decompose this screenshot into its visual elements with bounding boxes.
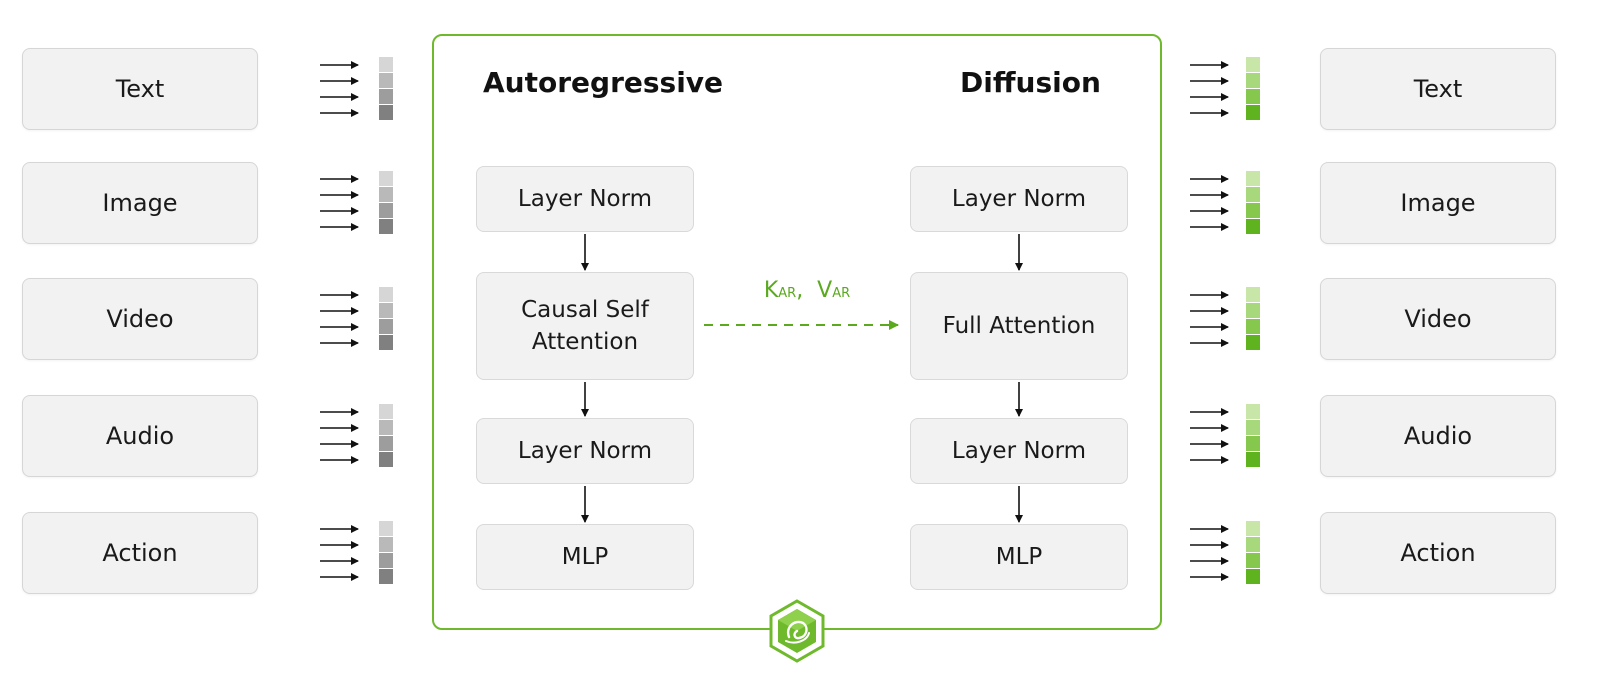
input-image-box: Image (22, 162, 258, 244)
input-token-group-2 (320, 171, 393, 234)
input-action-box: Action (22, 512, 258, 594)
output-action-label: Action (1400, 539, 1476, 567)
output-token-group-2 (1190, 171, 1260, 234)
output-audio-box: Audio (1320, 395, 1556, 477)
output-image-box: Image (1320, 162, 1556, 244)
input-token-token (379, 171, 393, 186)
input-token-token (379, 420, 393, 435)
output-token-token (1246, 569, 1260, 584)
input-text-label: Text (115, 75, 165, 103)
diff-layer-norm-2-label: Layer Norm (951, 438, 1087, 464)
ar-causal-self-attention-label: Causal Self Attention (521, 297, 649, 355)
output-token-token (1246, 303, 1260, 318)
output-token-token (1246, 89, 1260, 104)
output-token-token (1246, 219, 1260, 234)
kv-label: KAR, VAR (752, 278, 862, 303)
ar-causal-self-attention: Causal Self Attention (476, 272, 694, 380)
output-token-group-4 (1190, 404, 1260, 467)
input-token-token (379, 287, 393, 302)
ar-mlp-label: MLP (561, 544, 609, 570)
v-subscript: AR (832, 286, 851, 301)
diff-layer-norm-1: Layer Norm (910, 166, 1128, 232)
output-token-token (1246, 335, 1260, 350)
output-image-label: Image (1400, 189, 1476, 217)
output-token-token (1246, 537, 1260, 552)
output-token-token (1246, 171, 1260, 186)
autoregressive-title: Autoregressive (483, 66, 724, 99)
output-token-groups (1190, 57, 1260, 584)
diff-layer-norm-1-label: Layer Norm (951, 186, 1087, 212)
output-token-token (1246, 452, 1260, 467)
input-action-label: Action (102, 539, 178, 567)
input-token-token (379, 553, 393, 568)
output-text-box: Text (1320, 48, 1556, 130)
input-audio-box: Audio (22, 395, 258, 477)
output-video-box: Video (1320, 278, 1556, 360)
output-token-token (1246, 57, 1260, 72)
output-token-token (1246, 287, 1260, 302)
input-text-box: Text (22, 48, 258, 130)
output-token-token (1246, 521, 1260, 536)
output-token-group-3 (1190, 287, 1260, 350)
output-text-label: Text (1413, 75, 1463, 103)
input-token-token (379, 335, 393, 350)
output-action-box: Action (1320, 512, 1556, 594)
output-token-group-1 (1190, 57, 1260, 120)
input-token-token (379, 404, 393, 419)
output-token-token (1246, 187, 1260, 202)
input-token-token (379, 105, 393, 120)
output-token-group-5 (1190, 521, 1260, 584)
input-token-token (379, 452, 393, 467)
input-token-group-3 (320, 287, 393, 350)
input-image-label: Image (102, 189, 178, 217)
diff-mlp: MLP (910, 524, 1128, 590)
output-token-token (1246, 105, 1260, 120)
input-token-token (379, 57, 393, 72)
output-audio-label: Audio (1403, 422, 1473, 450)
input-token-token (379, 537, 393, 552)
input-token-token (379, 203, 393, 218)
input-token-group-5 (320, 521, 393, 584)
k-letter: K (763, 278, 779, 303)
input-video-label: Video (106, 305, 174, 333)
input-token-groups (320, 57, 393, 584)
input-token-token (379, 303, 393, 318)
input-token-token (379, 187, 393, 202)
input-audio-label: Audio (105, 422, 175, 450)
diff-full-attention-label: Full Attention (942, 313, 1096, 339)
diffusion-title: Diffusion (960, 66, 1101, 99)
input-token-group-1 (320, 57, 393, 120)
k-subscript: AR (778, 286, 797, 301)
output-token-token (1246, 203, 1260, 218)
input-token-token (379, 219, 393, 234)
output-token-token (1246, 420, 1260, 435)
input-token-token (379, 89, 393, 104)
output-token-token (1246, 553, 1260, 568)
input-token-token (379, 521, 393, 536)
ar-layer-norm-1: Layer Norm (476, 166, 694, 232)
input-token-token (379, 569, 393, 584)
diff-layer-norm-2: Layer Norm (910, 418, 1128, 484)
output-token-token (1246, 73, 1260, 88)
v-letter: V (817, 278, 833, 303)
diff-full-attention: Full Attention (910, 272, 1128, 380)
output-video-label: Video (1404, 305, 1472, 333)
kv-comma: , (796, 278, 818, 303)
ar-mlp: MLP (476, 524, 694, 590)
input-token-token (379, 319, 393, 334)
input-token-group-4 (320, 404, 393, 467)
input-token-token (379, 73, 393, 88)
output-token-token (1246, 404, 1260, 419)
output-token-token (1246, 436, 1260, 451)
ar-layer-norm-1-label: Layer Norm (517, 186, 653, 212)
input-token-token (379, 436, 393, 451)
input-video-box: Video (22, 278, 258, 360)
output-token-token (1246, 319, 1260, 334)
ar-layer-norm-2: Layer Norm (476, 418, 694, 484)
ar-layer-norm-2-label: Layer Norm (517, 438, 653, 464)
diff-mlp-label: MLP (995, 544, 1043, 570)
